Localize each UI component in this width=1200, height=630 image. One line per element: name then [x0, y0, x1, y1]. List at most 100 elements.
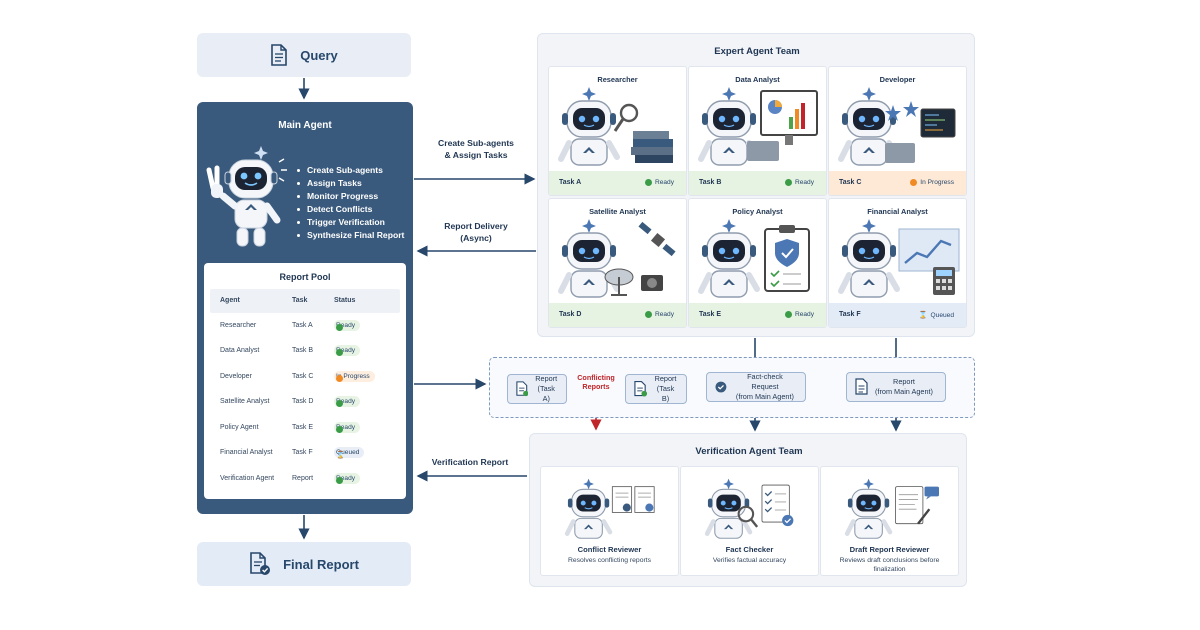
- row-agent: Researcher: [220, 322, 257, 329]
- row-task: Task E: [292, 424, 314, 431]
- row-task: Task A: [292, 322, 313, 329]
- status-text: Ready: [654, 311, 674, 318]
- status-badge: In Progress: [334, 371, 375, 382]
- report-task-a: Report (Task A): [507, 374, 567, 404]
- finance-chart-illustration: [838, 219, 960, 298]
- status-badge: Ready: [334, 473, 361, 484]
- fact-check-request: Fact-check Request (from Main Agent): [706, 372, 806, 402]
- status-badge: Ready: [334, 345, 361, 356]
- expert-agent-team: Expert Agent Team Researcher Task A Read…: [537, 33, 975, 337]
- main-agent-panel: Main Agent Create Sub-agents Assign Task…: [197, 102, 413, 514]
- task-label: Task E: [699, 311, 722, 318]
- header-agent: Agent: [220, 297, 240, 304]
- agent-name: Researcher: [597, 75, 638, 84]
- hourglass-icon: ⌛: [336, 452, 345, 459]
- agent-description: Verifies factual accuracy: [712, 557, 787, 564]
- report-pool-header: Agent Task Status: [210, 289, 400, 313]
- check-circle-icon: [644, 311, 652, 318]
- agent-name: Draft Report Reviewer: [849, 545, 930, 554]
- check-circle-icon: [715, 381, 727, 393]
- query-label: Query: [300, 47, 338, 63]
- status-badge: Ready: [784, 179, 814, 186]
- report-delivery-text: Report Delivery (Async): [444, 221, 508, 243]
- conflicting-reports-label: Conflicting Reports: [577, 373, 615, 391]
- two-docs-illustration: [564, 478, 655, 539]
- document-check-icon: [516, 381, 529, 397]
- expert-agent-card: Satellite Analyst Task D Ready: [548, 198, 687, 328]
- check-circle-icon: [336, 349, 343, 356]
- row-agent: Developer: [220, 373, 252, 380]
- draft-report-request: Report (from Main Agent): [846, 372, 946, 402]
- satellite-illustration: [558, 219, 676, 298]
- fact-check-request-label: Fact-check Request (from Main Agent): [735, 372, 794, 401]
- row-task: Task F: [292, 449, 313, 456]
- duty-item: Assign Tasks: [297, 177, 404, 190]
- status-text: Ready: [794, 311, 814, 318]
- draft-pen-illustration: [844, 478, 939, 539]
- status-text: Ready: [794, 179, 814, 186]
- agent-description: Reviews draft conclusions before finaliz…: [839, 557, 940, 573]
- report-task-b: Report (Task B): [625, 374, 687, 404]
- report-pool: Report Pool Agent Task Status Researcher…: [204, 263, 406, 499]
- report-task-b-label: Report (Task B): [654, 374, 677, 403]
- agent-name: Policy Analyst: [732, 207, 783, 216]
- table-row: Researcher Task A Ready: [210, 318, 400, 336]
- status-badge: Ready: [644, 311, 674, 318]
- agent-name: Financial Analyst: [867, 207, 928, 216]
- code-screen-illustration: [838, 87, 956, 166]
- report-task-a-label: Report (Task A): [535, 374, 558, 403]
- status-badge: Ready: [334, 422, 361, 433]
- row-agent: Policy Agent: [220, 424, 259, 431]
- status-text: In Progress: [336, 373, 370, 380]
- check-circle-icon: [644, 179, 652, 186]
- task-footer: Task A Ready: [549, 171, 686, 195]
- status-text: Ready: [336, 424, 356, 431]
- verification-agent-card: Draft Report Reviewer Reviews draft conc…: [820, 466, 959, 576]
- verification-report-label: Verification Report: [431, 457, 509, 467]
- row-agent: Satellite Analyst: [220, 398, 270, 405]
- table-row: Policy Agent Task E Ready: [210, 420, 400, 438]
- verification-agent-card: Fact Checker Verifies factual accuracy: [680, 466, 819, 576]
- status-text: Queued: [930, 311, 954, 319]
- status-badge: Ready: [334, 320, 361, 331]
- agent-name: Conflict Reviewer: [577, 545, 642, 554]
- task-label: Task D: [559, 311, 582, 318]
- task-label: Task F: [839, 311, 861, 318]
- row-task: Task B: [292, 347, 314, 354]
- status-text: Queued: [336, 449, 360, 456]
- final-report-box: Final Report: [197, 542, 411, 586]
- report-pool-title: Report Pool: [279, 272, 331, 282]
- task-footer: Task D Ready: [549, 303, 686, 327]
- main-agent-title: Main Agent: [278, 120, 332, 131]
- header-task: Task: [292, 297, 308, 304]
- verification-team-title: Verification Agent Team: [695, 446, 803, 457]
- check-circle-icon: [336, 426, 343, 433]
- status-text: Ready: [336, 475, 356, 482]
- task-label: Task A: [559, 179, 582, 186]
- hourglass-icon: ⌛: [918, 312, 928, 319]
- agent-name: Data Analyst: [735, 75, 780, 84]
- clipboard-shield-illustration: [698, 219, 810, 298]
- header-status: Status: [334, 297, 356, 304]
- document-check-icon: [250, 552, 271, 575]
- expert-team-title: Expert Agent Team: [714, 46, 800, 57]
- create-subagents-label: Create Sub-agents & Assign Tasks: [418, 137, 534, 161]
- agent-name: Developer: [879, 75, 916, 84]
- monitor-chart-illustration: [698, 87, 818, 166]
- status-badge: Ready: [644, 179, 674, 186]
- verification-agent-team: Verification Agent Team Conflict Reviewe…: [529, 433, 967, 587]
- expert-agent-card: Developer Task C In Progress: [828, 66, 967, 196]
- status-text: Ready: [654, 179, 674, 186]
- status-text: In Progress: [920, 179, 954, 186]
- agent-name: Satellite Analyst: [589, 207, 646, 216]
- document-check-icon: [634, 380, 648, 397]
- row-agent: Verification Agent: [220, 475, 275, 482]
- document-icon: [855, 378, 868, 395]
- robot-waving-icon: [206, 146, 287, 247]
- verification-agent-card: Conflict Reviewer Resolves conflicting r…: [540, 466, 679, 576]
- report-delivery-label: Report Delivery (Async): [418, 220, 534, 244]
- duty-item: Create Sub-agents: [297, 164, 404, 177]
- status-badge: In Progress: [910, 179, 954, 186]
- expert-agent-card: Financial Analyst Task F ⌛Queued: [828, 198, 967, 328]
- task-label: Task C: [839, 179, 862, 186]
